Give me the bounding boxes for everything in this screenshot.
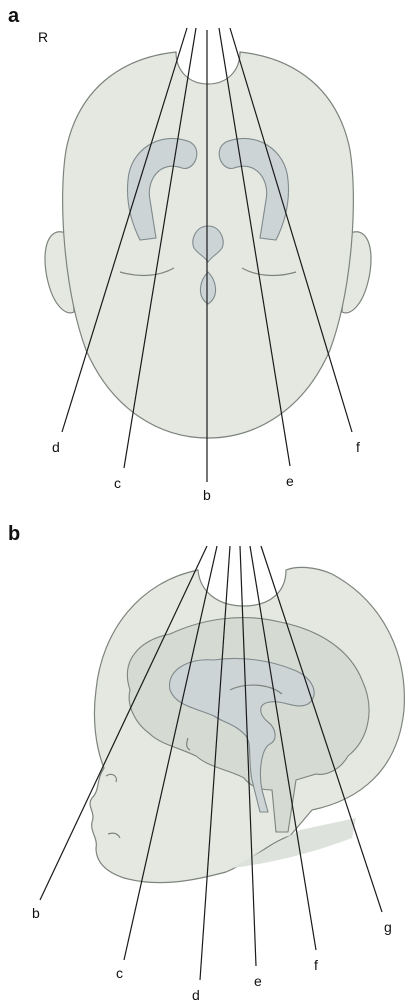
label-e-axial: e [286, 473, 294, 489]
label-b-sagittal: b [32, 905, 40, 921]
panel-b: b b c d e f g [8, 523, 404, 1003]
panel-a-letter: a [8, 5, 20, 27]
label-f-sagittal: f [314, 957, 318, 973]
panel-b-letter: b [8, 523, 20, 545]
panel-a: a R d c b e f [8, 5, 371, 503]
label-b-axial: b [203, 487, 211, 503]
label-d-sagittal: d [192, 987, 200, 1003]
label-f-axial: f [356, 439, 360, 455]
label-e-sagittal: e [254, 973, 262, 989]
label-d-axial: d [52, 439, 60, 455]
side-marker-right: R [38, 29, 48, 45]
label-g-sagittal: g [384, 919, 392, 935]
label-c-sagittal: c [116, 965, 123, 981]
label-c-axial: c [114, 475, 121, 491]
